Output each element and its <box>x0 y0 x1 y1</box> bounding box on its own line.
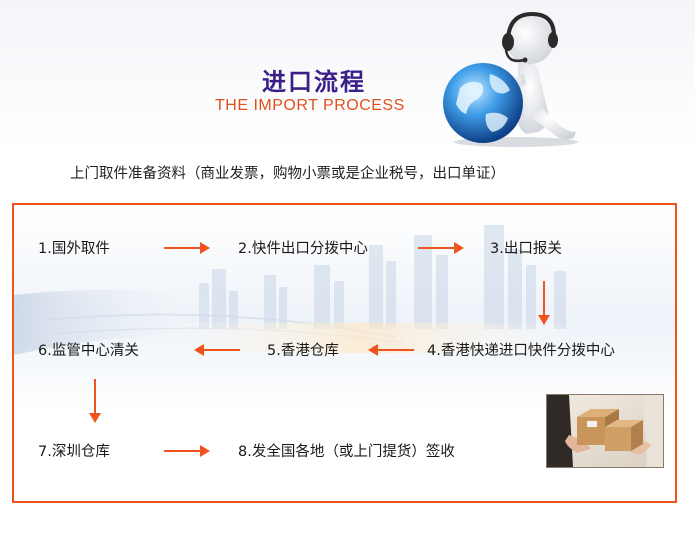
arrow-down-icon <box>538 281 550 325</box>
step-3: 3.出口报关 <box>490 241 562 257</box>
preparation-notice: 上门取件准备资料（商业发票，购物小票或是企业税号，出口单证） <box>70 166 505 182</box>
arrow-right-icon <box>164 445 210 457</box>
arrow-down-icon <box>89 379 101 423</box>
step-5: 5.香港仓库 <box>267 343 339 359</box>
headset-mascot-globe-icon <box>443 11 578 147</box>
step-2: 2.快件出口分拨中心 <box>238 241 368 257</box>
page-title: 进口流程 <box>262 68 366 96</box>
arrow-left-icon <box>368 344 414 356</box>
process-frame: 1.国外取件 2.快件出口分拨中心 3.出口报关 4.香港快递进口快件分拨中心 … <box>12 203 677 503</box>
step-7: 7.深圳仓库 <box>38 444 110 460</box>
step-4: 4.香港快递进口快件分拨中心 <box>427 343 615 359</box>
step-6: 6.监管中心清关 <box>38 343 139 359</box>
handover-boxes-photo <box>546 394 664 468</box>
header-background <box>0 0 695 200</box>
step-8: 8.发全国各地（或上门提货）签收 <box>238 444 455 460</box>
arrow-right-icon <box>418 242 464 254</box>
step-1: 1.国外取件 <box>38 241 110 257</box>
arrow-right-icon <box>164 242 210 254</box>
arrow-left-icon <box>194 344 240 356</box>
page-title-english: THE IMPORT PROCESS <box>215 97 405 114</box>
